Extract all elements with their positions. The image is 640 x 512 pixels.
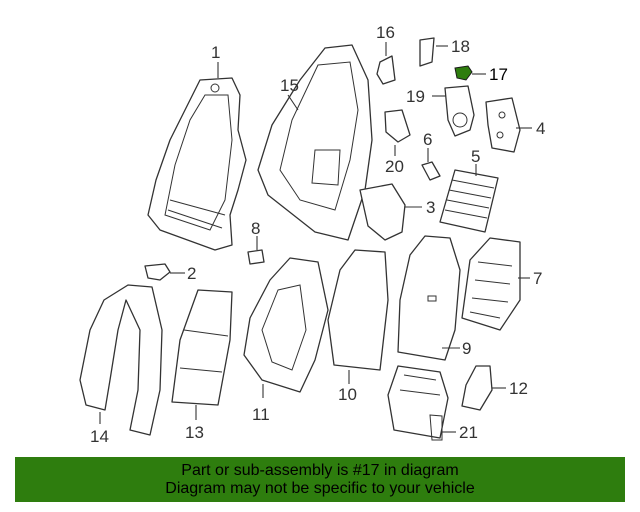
part-13-back-cushion [171, 289, 233, 406]
part-8-small-clip [247, 249, 265, 265]
callout-1: 1 [211, 43, 220, 62]
part-2-clip [144, 263, 171, 281]
callout-4: 4 [536, 119, 545, 138]
part-20-knob [384, 109, 411, 143]
callout-8: 8 [251, 219, 260, 238]
callout-9: 9 [462, 339, 471, 358]
callout-6: 6 [423, 130, 432, 149]
highlight-notice-banner: Part or sub-assembly is #17 in diagram D… [15, 457, 625, 502]
callout-10: 10 [338, 385, 357, 404]
part-18-trim-piece [419, 37, 435, 67]
callout-18: 18 [451, 37, 470, 56]
part-9-backrest-cover [397, 235, 461, 361]
callout-5: 5 [471, 147, 480, 166]
part-4-mount-plate [485, 97, 521, 153]
parts-diagram: 1 2 15 16 18 17 19 4 [79, 23, 545, 446]
part-12-side-trim [461, 365, 493, 411]
part-5-lumbar-support [439, 169, 499, 233]
callout-21: 21 [459, 423, 478, 442]
part-19-headrest-guide [444, 85, 475, 137]
part-21-backrest-assembly [387, 365, 449, 441]
callout-17: 17 [489, 65, 508, 84]
callout-3: 3 [426, 198, 435, 217]
part-7-backrest-board [461, 237, 521, 331]
callout-7: 7 [533, 269, 542, 288]
part-3-backrest-panel [359, 183, 406, 241]
part-11-side-cover [243, 257, 329, 393]
part-15-backrest-shell [257, 44, 373, 241]
callout-2: 2 [187, 264, 196, 283]
callout-12: 12 [509, 379, 528, 398]
part-1-seatback-frame [147, 77, 247, 251]
callout-11: 11 [252, 405, 270, 424]
callout-20: 20 [385, 157, 404, 176]
part-14-outer-trim [79, 284, 163, 436]
callout-13: 13 [185, 423, 204, 442]
banner-line-2: Diagram may not be specific to your vehi… [165, 480, 475, 497]
part-17-highlighted [454, 65, 473, 81]
part-10-backrest-cushion [327, 249, 389, 371]
part-16-bracket [376, 55, 396, 85]
callout-15: 15 [280, 76, 299, 95]
part-6-bolt [421, 161, 441, 181]
callout-19: 19 [406, 87, 425, 106]
callout-16: 16 [376, 23, 395, 42]
banner-line-1: Part or sub-assembly is #17 in diagram [181, 462, 459, 479]
callout-14: 14 [90, 427, 109, 446]
